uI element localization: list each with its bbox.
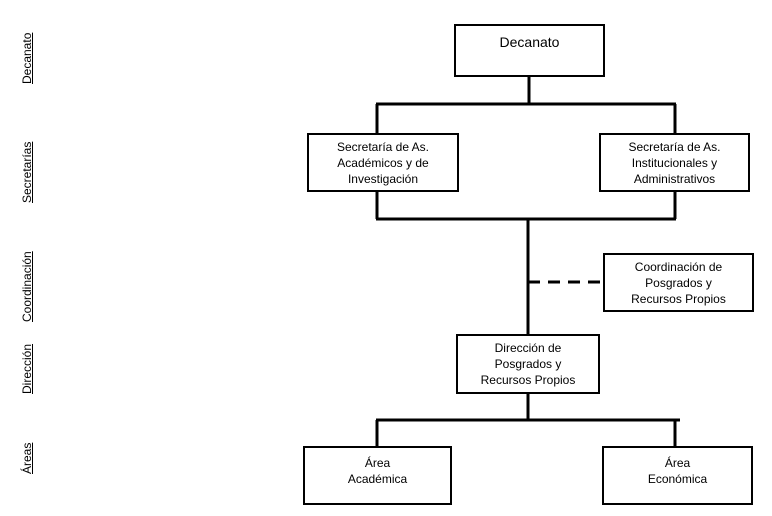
node-secretaria-institucional: Secretaría de As. Institucionales y Admi…	[599, 133, 750, 192]
node-coordinacion: Coordinación de Posgrados y Recursos Pro…	[603, 253, 754, 312]
node-decanato: Decanato	[454, 24, 605, 77]
node-area-academica: Área Académica	[303, 446, 452, 505]
node-secretaria-academica: Secretaría de As. Académicos y de Invest…	[307, 133, 459, 192]
node-area-economica: Área Económica	[602, 446, 753, 505]
node-direccion: Dirección de Posgrados y Recursos Propio…	[456, 334, 600, 394]
